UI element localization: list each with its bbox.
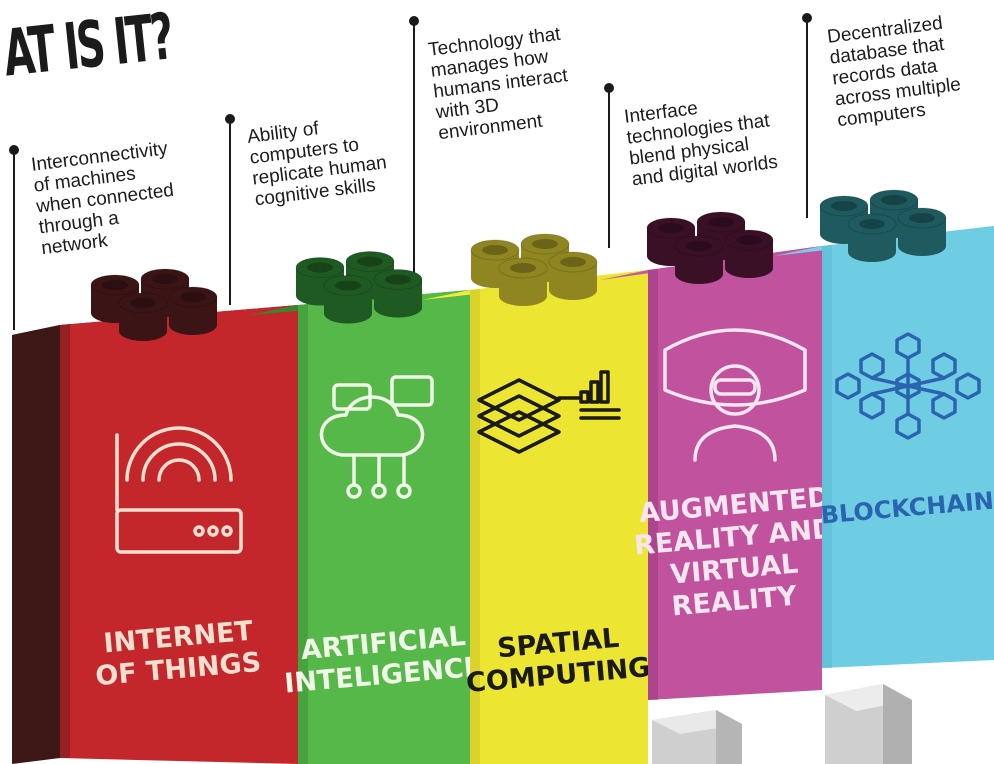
stud-hole xyxy=(102,280,128,290)
stud-top xyxy=(498,257,548,279)
stud-hole xyxy=(152,274,178,284)
stud-hole xyxy=(335,280,361,291)
leader-dot xyxy=(9,145,19,155)
pedestal xyxy=(825,684,912,764)
stud-base xyxy=(898,236,946,256)
block-edge xyxy=(298,304,308,764)
stud-hole xyxy=(708,217,734,227)
block-front xyxy=(822,226,994,668)
block-side-iot xyxy=(12,325,60,764)
leader-dot xyxy=(225,114,235,124)
stud-base xyxy=(119,321,167,341)
stud-top xyxy=(345,251,395,272)
layers-icon xyxy=(477,370,621,454)
stud-hole xyxy=(130,298,156,308)
stud-base xyxy=(549,280,597,300)
stud-top xyxy=(373,269,423,290)
stud-hole xyxy=(686,241,712,251)
leader-line xyxy=(229,120,231,305)
router-icon xyxy=(115,426,243,554)
stud-top xyxy=(168,286,218,308)
stud-base xyxy=(675,264,723,284)
blockchain-network-icon xyxy=(835,332,981,440)
stud-base xyxy=(169,315,217,335)
stud-top xyxy=(869,189,919,211)
stud-top xyxy=(323,275,373,296)
stud-hole xyxy=(859,219,885,229)
stud-base xyxy=(499,286,547,306)
block-edge xyxy=(470,289,480,764)
stud-top xyxy=(897,207,947,229)
stud-top xyxy=(520,233,570,255)
stud-top xyxy=(819,195,869,217)
stud-hole xyxy=(909,213,935,223)
stud-top xyxy=(118,292,168,314)
block-edge xyxy=(60,324,70,758)
stud-hole xyxy=(307,262,333,273)
stud-hole xyxy=(180,292,206,302)
leader-line xyxy=(413,22,415,274)
stud-hole xyxy=(510,263,536,273)
block-front xyxy=(648,246,822,700)
stud-base xyxy=(848,242,896,262)
stud-top xyxy=(470,239,520,261)
stud-hole xyxy=(831,201,857,211)
block-blockchain: BLOCKCHAIN xyxy=(774,189,994,668)
stud-top xyxy=(696,211,746,233)
block-edge xyxy=(648,269,658,700)
block-front xyxy=(60,305,298,764)
stud-top xyxy=(90,274,140,296)
stud-hole xyxy=(357,256,383,267)
stud-hole xyxy=(658,223,684,233)
block-front xyxy=(470,270,648,764)
stud-hole xyxy=(482,245,508,255)
stud-top xyxy=(548,251,598,273)
stud-hole xyxy=(532,239,558,249)
stud-top xyxy=(847,213,897,235)
leader-line xyxy=(608,88,610,248)
brain-chat-icon xyxy=(319,375,434,499)
pedestal xyxy=(652,710,742,764)
stud-hole xyxy=(881,195,907,205)
stud-hole xyxy=(560,257,586,267)
vr-headset-icon xyxy=(663,328,807,462)
block-edge xyxy=(822,245,832,668)
stud-base xyxy=(374,297,422,318)
leader-dot xyxy=(802,13,812,23)
stud-top xyxy=(295,257,345,278)
stud-base xyxy=(324,303,372,324)
stud-hole xyxy=(385,274,411,285)
stud-top xyxy=(674,235,724,257)
leader-dot xyxy=(409,16,419,26)
stud-top xyxy=(724,229,774,251)
stud-top xyxy=(646,217,696,239)
leader-line xyxy=(13,150,15,330)
stud-top xyxy=(140,268,190,290)
leader-line xyxy=(806,18,808,218)
stud-hole xyxy=(736,235,762,245)
stud-base xyxy=(725,258,773,278)
leader-dot xyxy=(604,83,614,93)
